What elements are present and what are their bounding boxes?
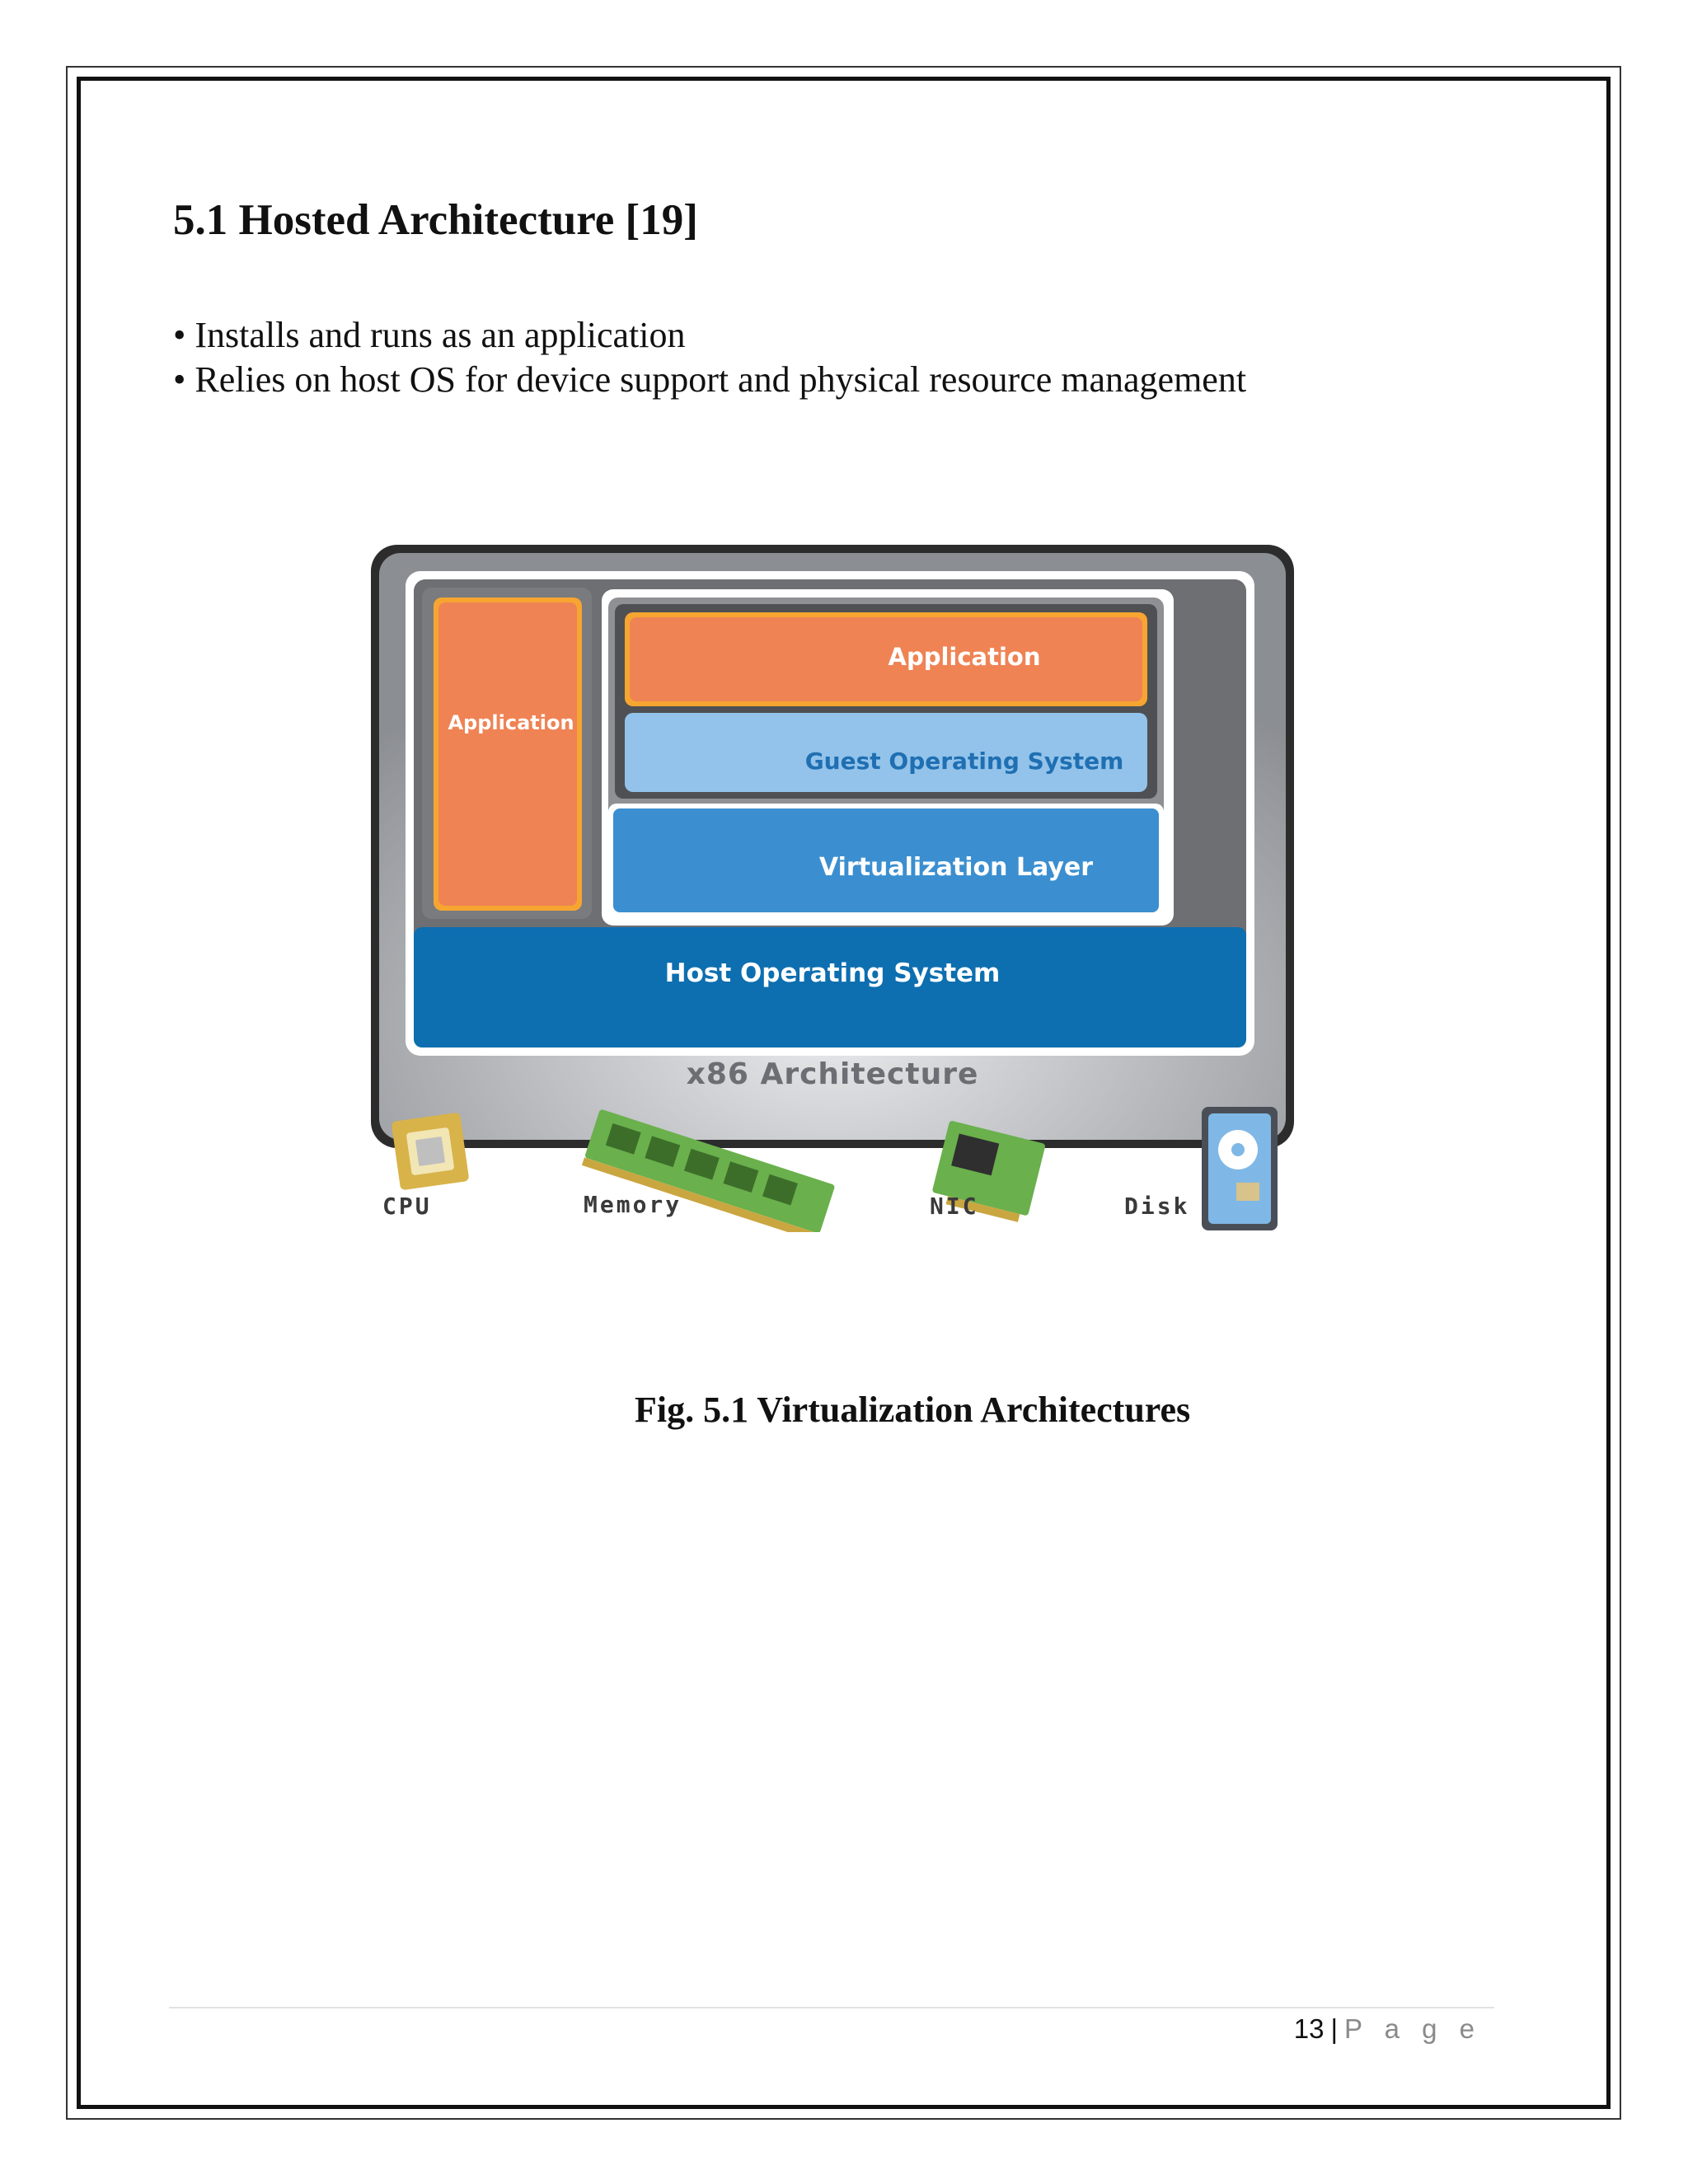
memory-label: Memory <box>584 1191 682 1218</box>
footer-divider <box>169 2007 1494 2008</box>
disk-drive-icon <box>1202 1107 1278 1230</box>
guest-os-label: Guest Operating System <box>717 748 1212 775</box>
app-left-label: Application <box>437 711 585 734</box>
page-footer: 13|P a g e <box>1294 2013 1482 2045</box>
footer-separator: | <box>1330 2013 1338 2044</box>
bullet-list: Installs and runs as an application Reli… <box>173 313 1246 402</box>
disk-label: Disk <box>1124 1193 1189 1220</box>
virt-layer-label: Virtualization Layer <box>692 853 1220 882</box>
app-guest-label: Application <box>717 643 1212 671</box>
nic-label: NIC <box>930 1193 979 1220</box>
bullet-item: Installs and runs as an application <box>173 313 1246 358</box>
cpu-label: CPU <box>382 1193 432 1220</box>
page-word: P a g e <box>1344 2013 1482 2044</box>
hosted-architecture-diagram: Application Application Guest Operating … <box>363 540 1311 1232</box>
figure-caption: Fig. 5.1 Virtualization Architectures <box>635 1389 1190 1431</box>
section-title: 5.1 Hosted Architecture [19] <box>173 196 698 244</box>
hardware-label: x86 Architecture <box>445 1057 1220 1091</box>
cpu-chip-icon <box>392 1113 470 1191</box>
page-number: 13 <box>1294 2013 1325 2044</box>
bullet-item: Relies on host OS for device support and… <box>173 358 1246 402</box>
host-os-label: Host Operating System <box>445 958 1220 988</box>
